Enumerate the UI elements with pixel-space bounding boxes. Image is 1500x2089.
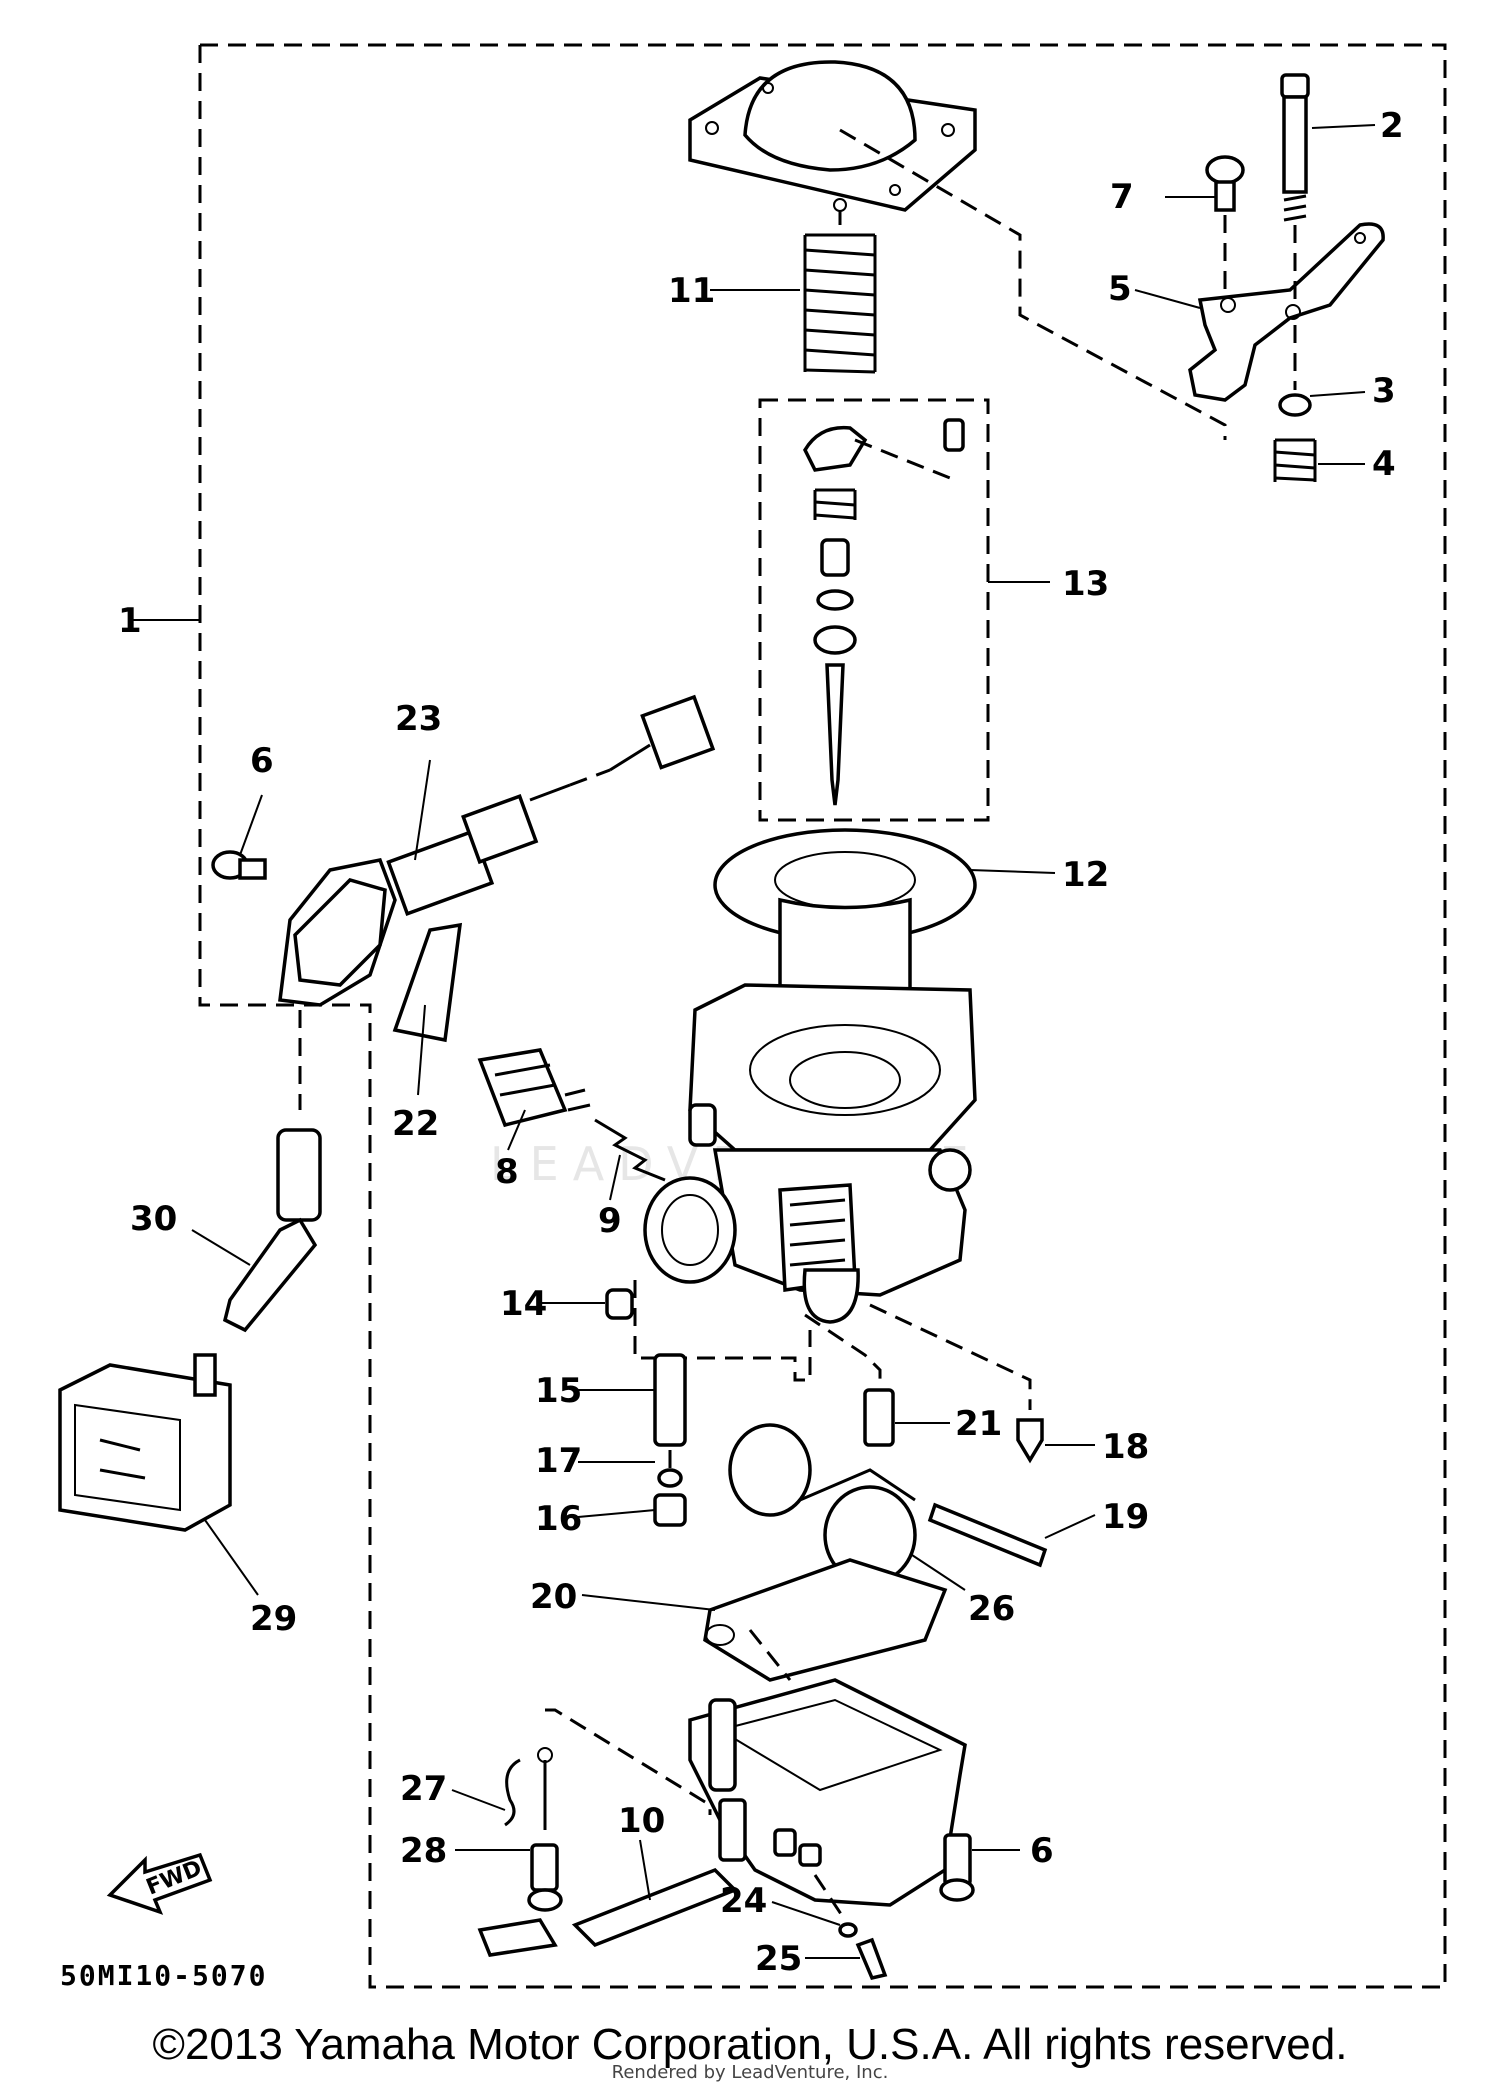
spring-9 [594,1118,666,1182]
callout-30: 30 [130,1199,177,1239]
screw-25 [855,1937,888,1981]
jet-14 [605,1288,634,1320]
callout-13: 13 [1062,564,1109,604]
diagram-code: 50MI10-5070 [60,1959,267,1992]
callout-12: 12 [1062,855,1109,895]
callout-8: 8 [495,1152,519,1192]
callout-6a: 6 [250,741,274,781]
oring-24 [838,1922,858,1938]
callout-16: 16 [535,1499,582,1539]
callout-22: 22 [392,1104,439,1144]
callout-3: 3 [1372,371,1396,411]
callout-2: 2 [1380,106,1404,146]
washer-3 [1278,393,1312,417]
callout-29: 29 [250,1599,297,1639]
render-credit: Rendered by LeadVenture, Inc. [611,2062,889,2083]
needle-kit-13 [758,398,990,822]
callout-28: 28 [400,1831,447,1871]
fwd-arrow-icon: FWD [106,1852,213,1915]
screw-6-right [939,1833,975,1902]
callout-10: 10 [618,1801,665,1841]
float-bowl [688,1678,967,1907]
callout-25: 25 [755,1939,802,1979]
oring-17 [657,1468,683,1488]
copyright-notice: ©2013 Yamaha Motor Corporation, U.S.A. A… [152,2020,1348,2069]
screw-2 [1280,73,1310,222]
callout-24: 24 [720,1881,767,1921]
screw-7 [1205,155,1245,212]
callout-leaders [130,124,1376,1959]
hose-10 [477,1867,739,1957]
main-jet-16 [653,1493,687,1527]
screw-28 [527,1843,563,1912]
pilot-jet-21 [863,1388,895,1447]
assembly-1-boundary [198,43,1447,1989]
gasket-22 [392,922,463,1043]
screw-6-left [211,850,267,880]
callout-7: 7 [1110,177,1134,217]
callout-15: 15 [535,1371,582,1411]
carburetor-body [643,983,977,1324]
float-26 [728,1423,917,1585]
filter-29 [58,1353,232,1532]
callout-14: 14 [500,1284,547,1324]
carb-top-cover [688,60,977,212]
callout-26: 26 [968,1589,1015,1629]
callout-1: 1 [118,601,142,641]
callout-11: 11 [668,271,715,311]
sensor-8 [477,1048,591,1128]
needle-jet-15 [653,1353,687,1447]
hose-30 [222,1217,318,1333]
callout-6b: 6 [1030,1831,1054,1871]
callout-21: 21 [955,1404,1002,1444]
spring-11 [803,233,877,374]
screw-18 [1016,1418,1044,1464]
callout-23: 23 [395,699,442,739]
spring-4 [1273,438,1317,482]
throttle-sensor-23 [278,694,716,1007]
callout-9: 9 [598,1201,622,1241]
callout-5: 5 [1108,269,1132,309]
callout-labels: 2 7 5 3 4 11 13 1 12 23 6 22 8 9 30 29 1… [118,106,1404,1979]
clip-27 [504,1747,553,1830]
pin-19 [927,1502,1048,1568]
callout-4: 4 [1372,444,1396,484]
bracket-5 [1188,222,1385,402]
callout-27: 27 [400,1769,447,1809]
callout-17: 17 [535,1441,582,1481]
callout-20: 20 [530,1577,577,1617]
gasket-20 [703,1558,948,1682]
callout-19: 19 [1102,1497,1149,1537]
hose-section [276,1128,322,1222]
callout-18: 18 [1102,1427,1149,1467]
